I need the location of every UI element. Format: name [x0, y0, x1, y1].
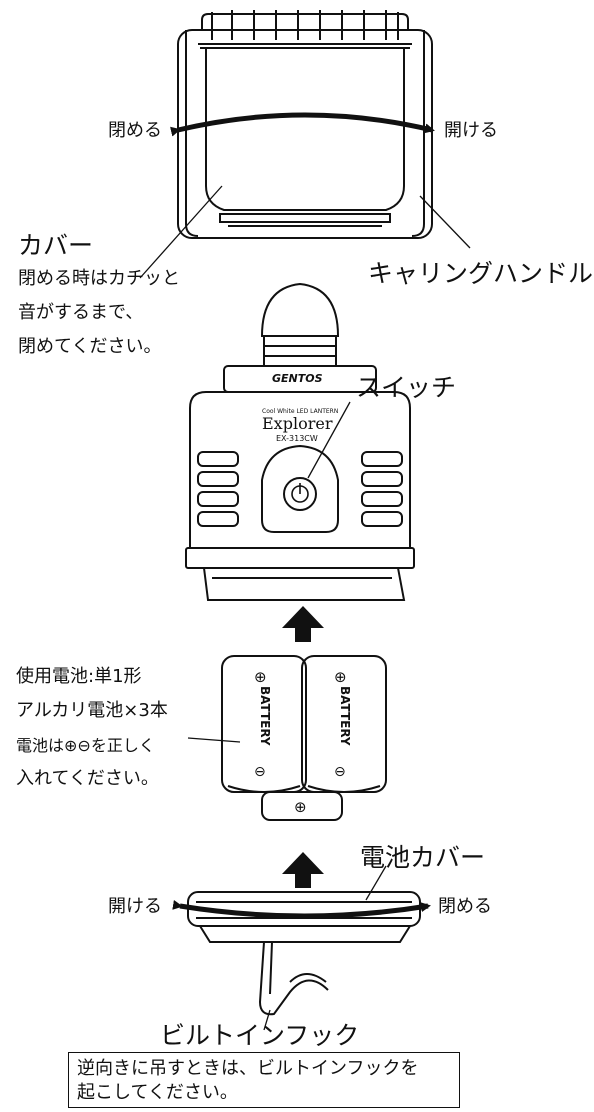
battery-3-plus: ⊕	[294, 798, 307, 816]
battery-cover-rotation-arrow	[172, 899, 431, 919]
battery-spec-line-2: アルカリ電池×3本	[16, 700, 168, 721]
battery-spec-line-1: 使用電池:単1形	[16, 666, 142, 687]
lantern-subtitle: Cool White LED LANTERN	[262, 408, 339, 415]
battery-polarity-line-1: 電池は⊕⊖を正しく	[16, 736, 155, 755]
cover-note-line-2: 音がするまで、	[18, 302, 144, 323]
cover-title: カバー	[18, 231, 94, 260]
battery-2-plus: ⊕	[334, 668, 347, 686]
hook-note-line-2: 起こしてください。	[77, 1082, 238, 1104]
battery-1-label: BATTERY	[258, 686, 272, 746]
switch-label: スイッチ	[356, 373, 457, 402]
hook-note-box: 逆向きに吊すときは、ビルトインフックを 起こしてください。	[68, 1052, 460, 1108]
lantern-model-name: Explorer	[262, 414, 333, 433]
battery-pack	[221, 655, 387, 821]
hook-note-line-1: 逆向きに吊すときは、ビルトインフックを	[77, 1058, 419, 1079]
cover-note-line-1: 閉める時はカチッと	[18, 268, 180, 289]
cover-note-line-3: 閉めてください。	[18, 336, 162, 357]
battery-2-label: BATTERY	[338, 686, 352, 746]
battery-2-minus: ⊖	[334, 764, 346, 780]
carrying-handle-label: キャリングハンドル	[368, 259, 594, 288]
up-arrow-1	[282, 606, 324, 642]
brand-logo: GENTOS	[272, 372, 323, 385]
battery-cover-close-label: 閉める	[438, 896, 492, 917]
battery-1-minus: ⊖	[254, 764, 266, 780]
lantern-model-code: EX-313CW	[276, 434, 318, 443]
cover-rotation-arrow	[170, 112, 435, 137]
cover-close-label: 閉める	[108, 120, 162, 141]
cover-open-label: 開ける	[444, 120, 498, 141]
battery-polarity-line-2: 入れてください。	[16, 768, 159, 789]
hook-title: ビルトインフック	[160, 1021, 360, 1050]
battery-cover-open-label: 開ける	[108, 896, 162, 917]
lantern-body	[185, 282, 415, 601]
battery-1-plus: ⊕	[254, 668, 267, 686]
cover	[177, 10, 433, 239]
battery-cover-title: 電池カバー	[360, 843, 486, 872]
up-arrow-2	[282, 852, 324, 888]
